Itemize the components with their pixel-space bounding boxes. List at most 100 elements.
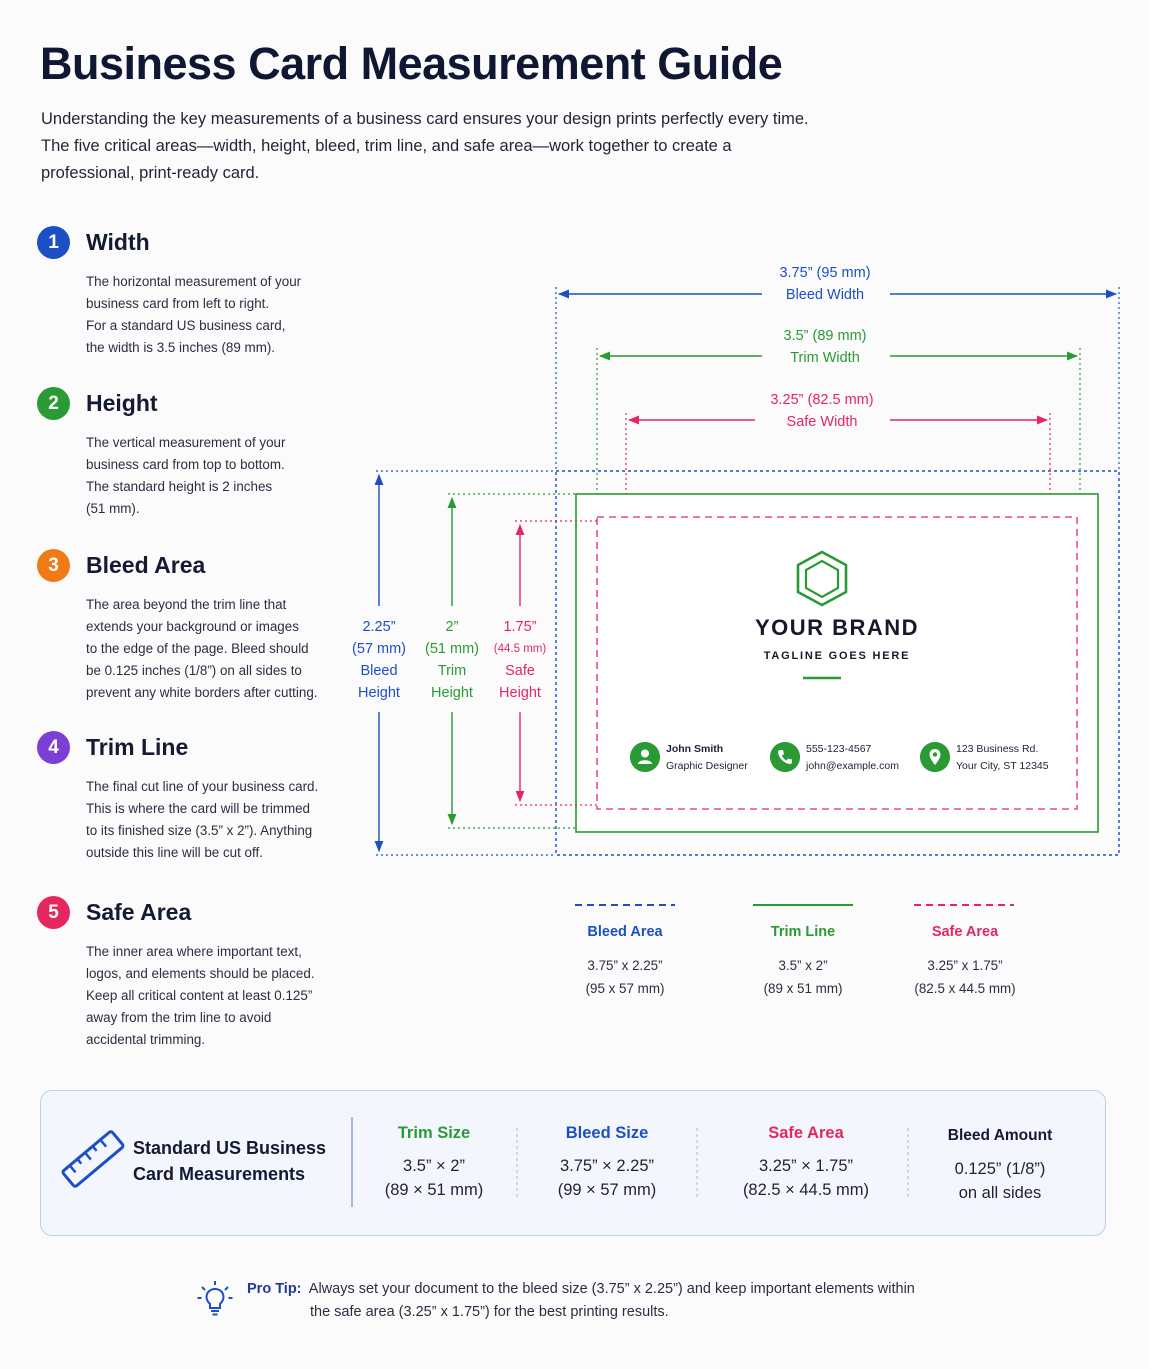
dimension-name: Safe — [505, 663, 535, 679]
step-title: Bleed Area — [86, 552, 206, 578]
dimension-value: 2.25” — [362, 619, 396, 635]
desc-line: This is where the card will be trimmed — [86, 801, 310, 816]
summary-col-values: 3.5” × 2” (89 × 51 mm) — [339, 1154, 529, 1202]
dimension-value: 3.5” (89 mm) — [783, 328, 867, 344]
intro-line: professional, print-ready card. — [41, 164, 260, 182]
dimension-value-mm: (57 mm) — [352, 641, 406, 657]
summary-value: (82.5 × 44.5 mm) — [742, 1181, 870, 1199]
summary-trim-size: Trim Size 3.5” × 2” (89 × 51 mm) — [339, 1122, 529, 1202]
summary-bleed-amount: Bleed Amount 0.125” (1/8”) on all sides — [905, 1125, 1095, 1205]
desc-line: prevent any white borders after cutting. — [86, 685, 318, 700]
legend-value: 3.75” x 2.25” — [587, 958, 663, 973]
dimension-value: 1.75” — [503, 619, 537, 635]
dimension-value: 3.25” (82.5 mm) — [770, 392, 874, 408]
intro-line: The five critical areas—width, height, b… — [41, 137, 732, 155]
dimension-value-mm: (44.5 mm) — [493, 643, 547, 655]
summary-title-line: Card Measurements — [133, 1164, 306, 1184]
bleed-height-label: 2.25” (57 mm) Bleed Height — [344, 616, 414, 704]
step-title: Trim Line — [86, 734, 189, 760]
summary-col-values: 3.25” × 1.75” (82.5 × 44.5 mm) — [711, 1154, 901, 1202]
legend-value: 3.25” x 1.75” — [927, 958, 1003, 973]
contact-address-text: 123 Business Rd. Your City, ST 12345 — [956, 741, 1049, 775]
lightbulb-icon — [197, 1281, 233, 1316]
safe-height-label: 1.75” (44.5 mm) Safe Height — [487, 616, 553, 704]
step-description: The final cut line of your business card… — [86, 776, 338, 864]
summary-safe-area: Safe Area 3.25” × 1.75” (82.5 × 44.5 mm) — [711, 1122, 901, 1202]
card-email: john@example.com — [806, 760, 899, 772]
dimension-name: Height — [431, 685, 473, 701]
legend-values: 3.5” x 2” (89 x 51 mm) — [728, 954, 878, 1000]
desc-line: to the edge of the page. Bleed should — [86, 641, 309, 656]
card-address-line: 123 Business Rd. — [956, 743, 1039, 755]
contact-phone-text: 555-123-4567 john@example.com — [806, 741, 899, 775]
summary-value: (89 × 51 mm) — [384, 1181, 484, 1199]
legend-value: 3.5” x 2” — [778, 958, 828, 973]
trim-height-label: 2” (51 mm) Trim Height — [417, 616, 487, 704]
desc-line: to its finished size (3.5” x 2”). Anythi… — [86, 823, 313, 838]
phone-icon — [770, 742, 800, 772]
safe-width-label: 3.25” (82.5 mm) Safe Width — [742, 389, 902, 433]
summary-value: on all sides — [958, 1184, 1042, 1202]
summary-title-line: Standard US Business — [133, 1138, 327, 1158]
summary-bleed-size: Bleed Size 3.75” × 2.25” (99 × 57 mm) — [512, 1122, 702, 1202]
desc-line: Keep all critical content at least 0.125… — [86, 988, 313, 1003]
desc-line: The inner area where important text, — [86, 944, 302, 959]
card-brand-name: YOUR BRAND — [754, 615, 920, 640]
legend-value: (82.5 x 44.5 mm) — [914, 981, 1016, 996]
desc-line: The final cut line of your business card… — [86, 779, 319, 794]
safe-area-outline — [596, 516, 1078, 810]
pro-tip-label: Pro Tip: — [247, 1281, 302, 1297]
legend-title: Trim Line — [770, 924, 836, 940]
step-title: Safe Area — [86, 899, 192, 925]
dimension-name: Trim — [437, 663, 467, 679]
trim-line-outline — [575, 493, 1099, 833]
legend-value: (89 x 51 mm) — [763, 981, 843, 996]
legend-values: 3.25” x 1.75” (82.5 x 44.5 mm) — [890, 954, 1040, 1000]
summary-col-title: Safe Area — [768, 1124, 844, 1142]
dimension-name: Safe Width — [786, 414, 858, 430]
summary-col-title: Trim Size — [397, 1124, 471, 1142]
step-description: The vertical measurement of your busines… — [86, 432, 338, 520]
step-description: The area beyond the trim line that exten… — [86, 594, 338, 704]
desc-line: business card from left to right. — [86, 296, 270, 311]
pro-tip-line: Pro Tip: Always set your document to the… — [247, 1278, 915, 1301]
desc-line: The standard height is 2 inches — [86, 479, 273, 494]
summary-col-title: Bleed Amount — [947, 1127, 1053, 1144]
step-number-badge: 5 — [37, 896, 70, 929]
desc-line: business card from top to bottom. — [86, 457, 285, 472]
dimension-name: Height — [358, 685, 400, 701]
legend-title: Bleed Area — [587, 924, 663, 940]
desc-line: be 0.125 inches (1/8”) on all sides to — [86, 663, 302, 678]
card-person-role: Graphic Designer — [666, 760, 748, 772]
summary-value: 3.5” × 2” — [403, 1157, 465, 1175]
page-title: Business Card Measurement Guide — [40, 38, 783, 89]
location-pin-icon — [920, 742, 950, 772]
desc-line: (51 mm). — [86, 501, 140, 516]
summary-col-values: 0.125” (1/8”) on all sides — [905, 1157, 1095, 1205]
dimension-name: Bleed — [360, 663, 398, 679]
hexagon-logo-icon — [796, 550, 848, 607]
card-person-name: John Smith — [666, 743, 724, 755]
step-number-badge: 4 — [37, 731, 70, 764]
desc-line: the width is 3.5 inches (89 mm). — [86, 340, 276, 355]
trim-width-label: 3.5” (89 mm) Trim Width — [745, 325, 905, 369]
pro-tip-text: the safe area (3.25” x 1.75”) for the be… — [310, 1304, 669, 1320]
summary-value: 3.25” × 1.75” — [758, 1157, 854, 1175]
card-phone: 555-123-4567 — [806, 743, 872, 755]
dimension-value: 3.75” (95 mm) — [779, 265, 871, 281]
step-number-badge: 2 — [37, 387, 70, 420]
desc-line: extends your background or images — [86, 619, 299, 634]
legend-value: (95 x 57 mm) — [585, 981, 665, 996]
dimension-name: Bleed Width — [785, 287, 865, 303]
summary-value: 3.75” × 2.25” — [559, 1157, 655, 1175]
summary-value: (99 × 57 mm) — [557, 1181, 657, 1199]
step-description: The horizontal measurement of your busin… — [86, 271, 338, 359]
dimension-value: 2” — [445, 619, 459, 635]
pro-tip: Pro Tip: Always set your document to the… — [247, 1278, 915, 1324]
desc-line: logos, and elements should be placed. — [86, 966, 315, 981]
desc-line: The area beyond the trim line that — [86, 597, 287, 612]
intro-line: Understanding the key measurements of a … — [41, 110, 809, 128]
desc-line: For a standard US business card, — [86, 318, 286, 333]
